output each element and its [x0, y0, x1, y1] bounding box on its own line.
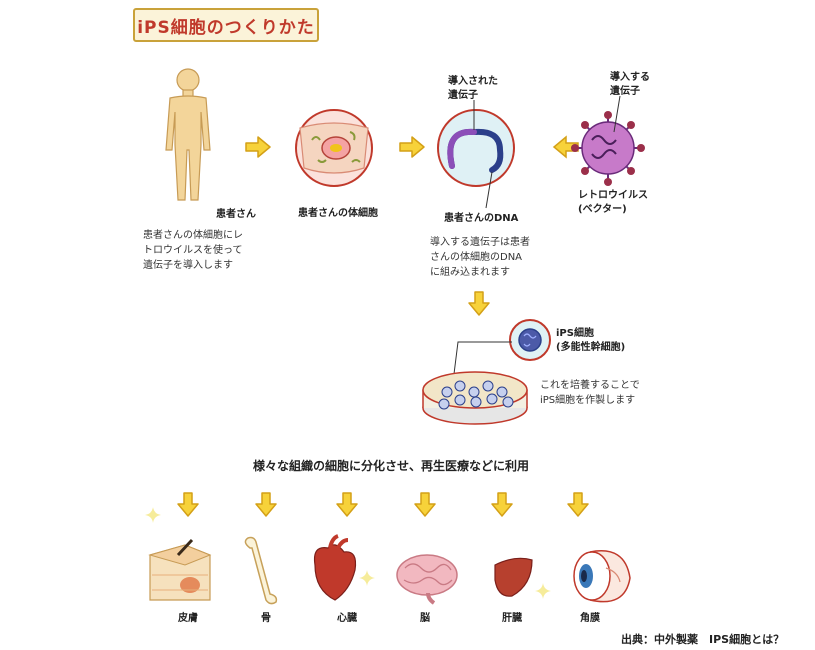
bone-icon: [244, 536, 278, 605]
tissue-label-cornea: 角膜: [580, 613, 600, 624]
arrow-down-cornea: [567, 492, 589, 517]
body-cell: [295, 109, 373, 187]
description-step1: 患者さんの体細胞にレ トロウイルスを使って 遺伝子を導入します: [143, 230, 243, 271]
differentiation-caption: 様々な組織の細胞に分化させ、再生医療などに利用: [253, 459, 530, 473]
tissue-label-skin: 皮膚: [178, 613, 198, 624]
arrow-down-bone: [255, 492, 277, 517]
heart-icon: [313, 534, 357, 601]
tissue-label-brain: 脳: [420, 613, 430, 624]
description-step3: これを培養することで iPS細胞を作製します: [540, 380, 640, 406]
ips-cell: [451, 319, 551, 391]
sparkle-icon: [145, 507, 161, 523]
source-citation: 出典：中外製薬 IPS細胞とは？: [621, 633, 785, 646]
label-introduced-gene-2: 遺伝子: [448, 90, 478, 101]
liver-icon: [494, 557, 533, 597]
arrow-down-brain: [414, 492, 436, 517]
patient-figure: [165, 68, 211, 201]
label-gene-to-introduce-1: 導入する: [610, 72, 650, 83]
label-patient: 患者さん: [216, 209, 256, 220]
label-gene-to-introduce-2: 遺伝子: [610, 86, 640, 97]
label-patient-dna: 患者さんのDNA: [444, 213, 519, 224]
arrow-down-to-dish: [468, 291, 490, 316]
label-introduced-gene-1: 導入された: [448, 76, 498, 87]
sparkle-icon: [359, 570, 375, 586]
label-ips-cell: iPS細胞: [556, 328, 594, 339]
label-body-cell: 患者さんの体細胞: [298, 208, 378, 219]
eye-icon: [573, 550, 631, 603]
label-pluripotent: (多能性幹細胞): [556, 342, 626, 353]
arrow-down-heart: [336, 492, 358, 517]
page-title: iPS細胞のつくりかた: [133, 8, 319, 42]
tissue-label-bone: 骨: [261, 613, 271, 624]
brain-icon: [396, 554, 458, 605]
arrow-right-1: [245, 136, 271, 158]
label-retrovirus: レトロウイルス: [578, 190, 648, 201]
label-vector: (ベクター): [578, 204, 627, 215]
sparkle-icon: [535, 583, 551, 599]
tissue-label-liver: 肝臓: [502, 613, 522, 624]
arrow-down-skin: [177, 492, 199, 517]
retrovirus: [571, 95, 645, 186]
arrow-right-2: [399, 136, 425, 158]
dna-cell: [437, 100, 515, 209]
arrow-down-liver: [491, 492, 513, 517]
tissue-label-heart: 心臓: [337, 613, 357, 624]
description-step2: 導入する遺伝子は患者 さんの体細胞のDNA に組み込まれます: [430, 237, 530, 278]
petri-dish: [422, 371, 528, 425]
skin-icon: [148, 538, 212, 601]
